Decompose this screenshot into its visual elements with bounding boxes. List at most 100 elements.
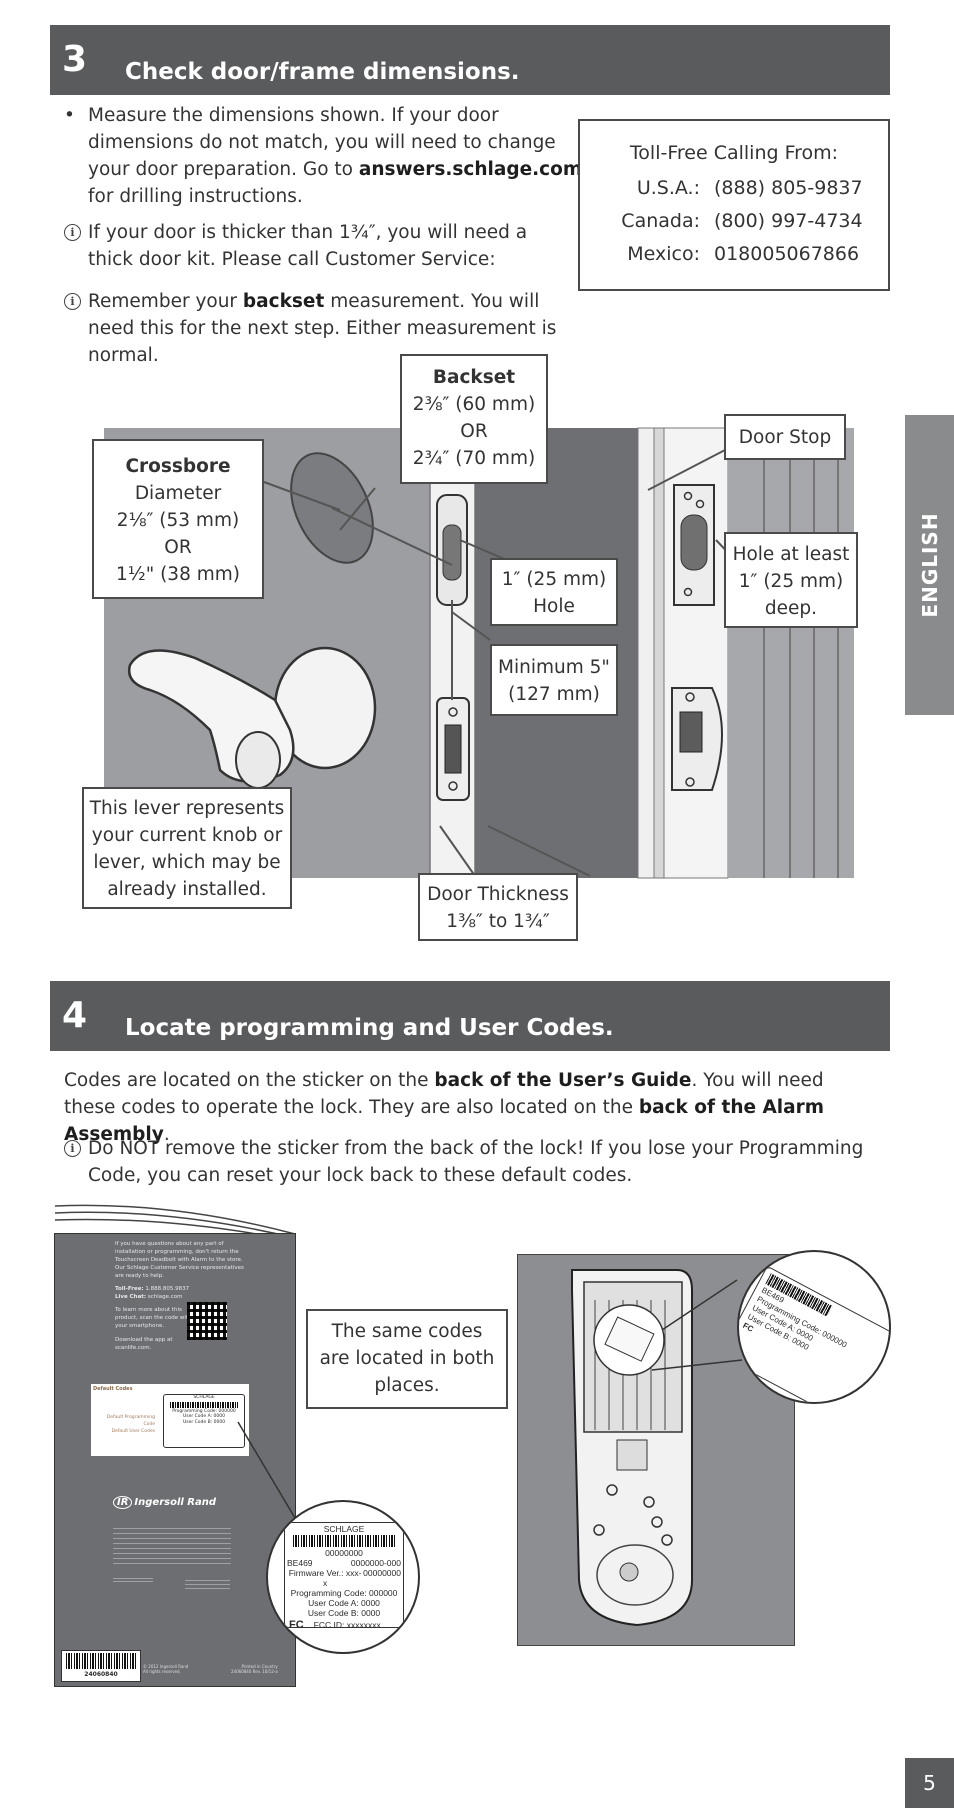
deadbolt-hole [680,514,708,571]
section-number: 3 [62,39,88,80]
contact-row-mexico: Mexico: 018005067866 [580,240,888,269]
edge-bore-hole [442,524,462,581]
answers-link[interactable]: answers.schlage.com [358,159,583,180]
default-codes-card: Default Codes Default Programming Code D… [91,1384,249,1456]
codes-text-mid: . You will need these codes to operate t… [64,1070,824,1118]
guide-livechat-label: Live Chat: [115,1294,147,1300]
guide-copyright-line: © 2012 Ingersoll Rand [143,1664,189,1669]
mini-sticker: SCHLAGE Programming Code: 000000 User Co… [163,1394,245,1448]
hole-depth-line-1: Hole at least [732,544,850,565]
minimum-line-1: Minimum 5" [498,657,610,678]
sticker-brand: SCHLAGE [323,1524,365,1534]
contact-row-canada: Canada: (800) 997-4734 [580,207,888,236]
guide-learn-line: To learn more about this [115,1307,182,1313]
door-thickness-callout: Door Thickness 1⅜″ to 1¾″ [418,873,578,941]
guide-intro-line: installation or programming, don't retur… [115,1249,239,1255]
backset-title: Backset [432,367,516,388]
mini-user-a: User Code A: 0000 [182,1414,226,1419]
sticker-firmware: Firmware Ver.: xxx-x [288,1568,362,1588]
crossbore-diameter: Diameter [134,483,222,504]
mini-user-b: User Code B: 0000 [182,1419,226,1425]
sticker-fcc: FCC ID: xxxxxxxx [313,1620,381,1630]
sticker-user-b: User Code B: 0000 [307,1608,381,1618]
minimum-callout: Minimum 5" (127 mm) [490,644,618,716]
section-title: Check door/frame dimensions. [125,59,520,85]
info-icon: i [64,1140,81,1157]
crossbore-value-2: 1½" (38 mm) [116,564,240,585]
same-codes-line-3: places. [374,1375,440,1396]
same-codes-line-1: The same codes [331,1321,483,1342]
bullet-dot: • [64,105,75,126]
hole-label: Hole [533,596,575,617]
guide-tollfree: 1.888.805.9837 [145,1286,190,1292]
hole-depth-line-3: deep. [764,598,818,619]
language-tab: ENGLISH [905,415,954,715]
mini-prog-code: Programming Code: 000000 [172,1408,236,1414]
contact-label: Mexico: [627,243,700,265]
section-number: 4 [62,995,88,1036]
hole-depth-line-2: 1″ (25 mm) [738,571,844,592]
guide-printed-line: Printed in Country [241,1664,278,1669]
guide-download-line: Download the app at [115,1337,173,1343]
same-codes-callout: The same codes are located in both place… [306,1309,508,1409]
backset-value-1: 2⅜″ (60 mm) [412,394,536,415]
info-backset-text-end: measurement. You will need this for the … [88,291,557,366]
door-stop-callout: Door Stop [724,414,846,460]
hole-callout: 1″ (25 mm) Hole [490,558,618,626]
mini-barcode-icon [170,1401,238,1408]
crossbore-value-1: 2⅛″ (53 mm) [116,510,240,531]
alarm-assembly-bold: back of the Alarm Assembly [64,1097,825,1145]
backset-bold: backset [242,291,325,312]
info-backset: i Remember your backset measurement. You… [64,288,584,369]
contact-phone: (800) 997-4734 [714,210,863,232]
frame-front [637,427,655,879]
bullet-text: Measure the dimensions shown. If your do… [88,105,556,180]
guide-tollfree-label: Toll-Free: [115,1286,144,1292]
info-icon: i [64,293,81,310]
default-codes-labels: Default Programming Code Default User Co… [95,1414,155,1435]
fcc-logo-icon: FC [289,1619,304,1631]
alarm-assembly-drawing [571,1269,743,1627]
frame-step [653,427,665,879]
barcode-icon [66,1653,136,1669]
guide-printed: Printed in Country 24060840 Rev. 10/12-a [231,1664,278,1674]
guide-livechat: schlage.com [147,1294,183,1300]
bullet-paragraph: • Measure the dimensions shown. If your … [64,102,584,210]
thickness-title: Door Thickness [427,884,569,905]
fine-print-block [113,1524,231,1564]
latch-bolt [444,724,462,774]
default-prog-label: Default Programming Code [106,1415,155,1427]
info-thick-door: i If your door is thicker than 1¾″, you … [64,219,564,273]
lever-line-3: lever, which may be [93,852,281,873]
backset-callout: Backset 2⅜″ (60 mm) OR 2¾″ (70 mm) [400,354,548,484]
contact-row-usa: U.S.A.: (888) 805-9837 [580,174,888,203]
sticker-label: SCHLAGE 00000000 BE469 0000000-000 Firmw… [284,1522,404,1631]
lever-line-1: This lever represents [89,798,285,819]
lever-callout: This lever represents your current knob … [82,787,292,909]
brand-name: Ingersoll Rand [134,1497,217,1508]
contact-label: U.S.A.: [636,177,700,199]
guide-printed-line: 24060840 Rev. 10/12-a [231,1669,278,1674]
sticker-code-a: 0000000-000 [350,1558,401,1568]
zoom-leader [237,1421,296,1519]
guide-barcode: 24060840 [61,1650,141,1682]
info-sticker: i Do NOT remove the sticker from the bac… [64,1135,894,1189]
sticker-serial: 00000000 [325,1548,363,1558]
page-number: 5 [905,1758,954,1808]
section-4-header: 4 Locate programming and User Codes. [50,981,890,1051]
hole-depth-callout: Hole at least 1″ (25 mm) deep. [724,532,858,628]
info-icon: i [64,224,81,241]
same-codes-line-2: are located in both [319,1348,495,1369]
codes-text: Codes are located on the sticker on the [64,1070,435,1091]
contact-phone: (888) 805-9837 [714,177,863,199]
guide-copyright-line: All rights reserved. [143,1669,181,1674]
bullet-text-end: for drilling instructions. [88,186,303,207]
default-user-label: Default User Codes [111,1429,155,1434]
guide-learn-line: your smartphone. [115,1323,165,1329]
frame-wall [728,428,854,878]
info-sticker-text: Do NOT remove the sticker from the back … [88,1138,864,1186]
section-title: Locate programming and User Codes. [125,1015,614,1041]
sticker-model: BE469 [287,1558,313,1568]
sticker-user-a: User Code A: 0000 [308,1598,380,1608]
